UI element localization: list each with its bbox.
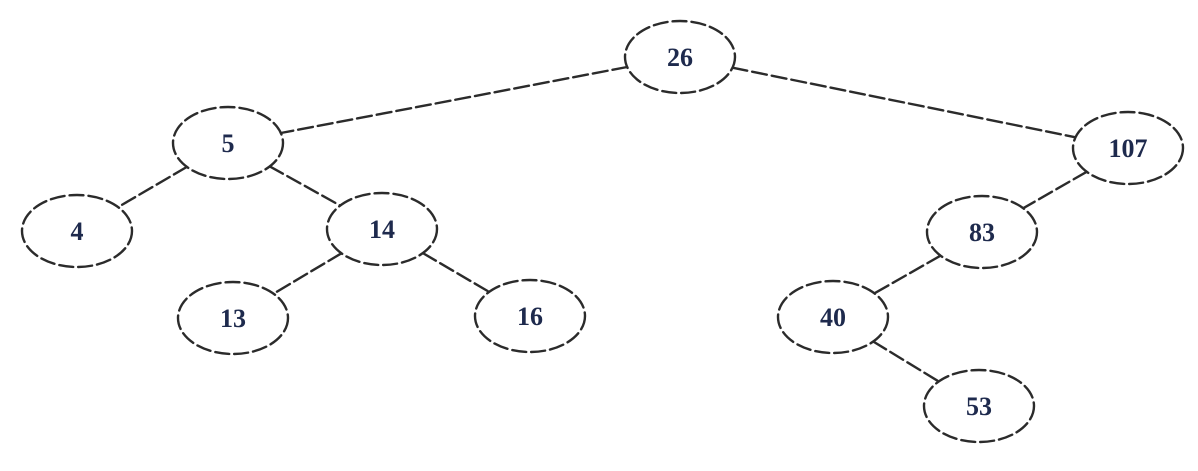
tree-node-label: 5 bbox=[222, 129, 235, 158]
tree-edge-40-53 bbox=[872, 340, 940, 383]
tree-node-ellipse bbox=[623, 19, 737, 95]
tree-node-ellipse bbox=[176, 280, 290, 356]
tree-edge-14-13 bbox=[272, 252, 343, 295]
tree-node-ellipse bbox=[776, 279, 890, 355]
tree-edge-5-14 bbox=[268, 165, 342, 207]
tree-node-4: 4 bbox=[20, 193, 134, 269]
tree-node-107: 107 bbox=[1071, 110, 1185, 186]
tree-node-53: 53 bbox=[922, 368, 1036, 444]
tree-edge-26-5 bbox=[279, 65, 629, 135]
tree-node-ellipse bbox=[1071, 110, 1185, 186]
tree-node-14: 14 bbox=[325, 191, 439, 267]
tree-node-ellipse bbox=[20, 193, 134, 269]
tree-edge-83-40 bbox=[873, 254, 942, 295]
tree-node-ellipse bbox=[171, 105, 285, 181]
tree-node-ellipse bbox=[473, 278, 587, 354]
tree-node-13: 13 bbox=[176, 280, 290, 356]
tree-node-label: 16 bbox=[517, 302, 543, 331]
tree-node-label: 53 bbox=[966, 392, 992, 421]
tree-edge-26-107 bbox=[731, 66, 1077, 139]
tree-edge-5-4 bbox=[116, 165, 189, 209]
tree-node-83: 83 bbox=[925, 194, 1039, 270]
tree-edge-107-83 bbox=[1022, 170, 1088, 210]
tree-node-40: 40 bbox=[776, 279, 890, 355]
tree-edge-14-16 bbox=[421, 251, 491, 294]
tree-node-ellipse bbox=[922, 368, 1036, 444]
tree-node-label: 83 bbox=[969, 218, 995, 247]
tree-node-label: 4 bbox=[71, 217, 84, 246]
tree-node-label: 40 bbox=[820, 303, 846, 332]
tree-node-ellipse bbox=[325, 191, 439, 267]
tree-node-label: 14 bbox=[369, 215, 395, 244]
tree-node-label: 13 bbox=[220, 304, 246, 333]
tree-node-5: 5 bbox=[171, 105, 285, 181]
tree-node-16: 16 bbox=[473, 278, 587, 354]
tree-node-label: 26 bbox=[667, 43, 693, 72]
tree-node-26: 26 bbox=[623, 19, 737, 95]
tree-node-label: 107 bbox=[1109, 134, 1148, 163]
tree-node-ellipse bbox=[925, 194, 1039, 270]
